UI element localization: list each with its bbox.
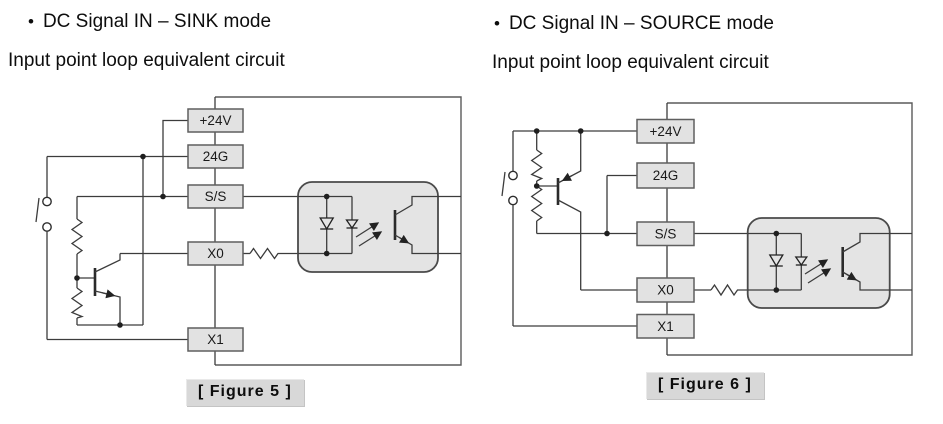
right-subtitle: Input point loop equivalent circuit <box>492 52 769 73</box>
left-title-text: DC Signal IN – SINK mode <box>42 11 272 32</box>
light-arrow <box>807 268 832 284</box>
sink-mode-diagram: +24V 24G S/S X0 X1 <box>35 96 462 366</box>
external-circuit <box>501 130 748 327</box>
terminal-24v <box>187 108 244 133</box>
plc-boundary <box>667 102 913 356</box>
emitter-arrow <box>398 234 410 244</box>
terminal-ss <box>636 221 695 247</box>
optocoupler <box>746 217 912 309</box>
emitter-arrow <box>101 289 116 299</box>
external-circuit <box>35 119 298 341</box>
emitter-arrow <box>561 172 573 182</box>
optocoupler-box <box>297 181 439 273</box>
optocoupler <box>297 181 461 273</box>
terminal-24g <box>187 144 244 169</box>
plc-boundary <box>215 96 462 366</box>
24v-to-ss-wire <box>162 119 188 197</box>
resistor-lower <box>70 287 84 319</box>
terminal-24v-label: +24V <box>200 113 232 128</box>
terminal-24v-label: +24V <box>650 124 682 139</box>
terminal-x1-label: X1 <box>207 332 224 347</box>
terminal-ss <box>187 184 244 209</box>
terminal-ss-label: S/S <box>655 226 677 241</box>
terminal-24g-label: 24G <box>203 149 229 164</box>
diode-icon <box>768 233 784 290</box>
junction-dots <box>74 153 166 328</box>
x0-series-resistor <box>710 283 748 297</box>
right-title-text: DC Signal IN – SOURCE mode <box>508 13 774 34</box>
led-icon <box>345 196 359 254</box>
terminal-x0 <box>636 277 695 303</box>
led-icon <box>794 233 809 290</box>
left-figure-caption: [ Figure 5 ] <box>186 379 304 406</box>
terminal-ss-label: S/S <box>205 189 227 204</box>
terminal-blocks: +24V 24G S/S X0 X1 <box>187 108 244 352</box>
switch-icon <box>501 131 518 326</box>
switch-lever <box>35 197 40 223</box>
source-mode-diagram: +24V 24G S/S X0 X1 <box>501 102 913 356</box>
terminal-x0-label: X0 <box>657 283 674 298</box>
emitter-arrow <box>846 271 857 281</box>
terminal-x1 <box>187 327 244 352</box>
terminal-x0 <box>187 241 244 266</box>
optocoupler-box <box>746 217 891 309</box>
light-arrow <box>355 222 380 238</box>
left-title: • DC Signal IN – SINK mode <box>28 11 271 33</box>
24g-to-ss-wire <box>606 174 637 234</box>
terminal-x1-label: X1 <box>657 319 674 334</box>
terminal-blocks: +24V 24G S/S X0 X1 <box>636 118 695 339</box>
terminal-24g-label: 24G <box>653 168 679 183</box>
x0-series-resistor <box>249 247 298 260</box>
right-title: • DC Signal IN – SOURCE mode <box>494 13 774 35</box>
bullet-icon: • <box>494 14 500 33</box>
switch-icon <box>35 156 52 340</box>
junction-dots <box>533 128 610 237</box>
pnp-transistor-icon <box>536 131 582 290</box>
phototransistor-icon <box>841 232 912 291</box>
diode-icon <box>319 196 335 254</box>
terminal-24v <box>636 118 695 144</box>
bullet-icon: • <box>28 12 34 31</box>
phototransistor-icon <box>393 195 461 255</box>
switch-lever <box>501 171 506 197</box>
light-arrow <box>804 259 829 275</box>
terminal-x1 <box>636 313 695 339</box>
terminal-24g <box>636 162 695 189</box>
resistor-lower <box>530 185 543 222</box>
light-arrow <box>358 231 383 247</box>
terminal-x0-label: X0 <box>207 246 224 261</box>
left-subtitle: Input point loop equivalent circuit <box>8 50 285 71</box>
resistor-upper <box>70 218 84 255</box>
npn-transistor-icon <box>77 253 121 325</box>
resistor-upper <box>530 149 544 182</box>
right-figure-caption: [ Figure 6 ] <box>646 372 764 399</box>
